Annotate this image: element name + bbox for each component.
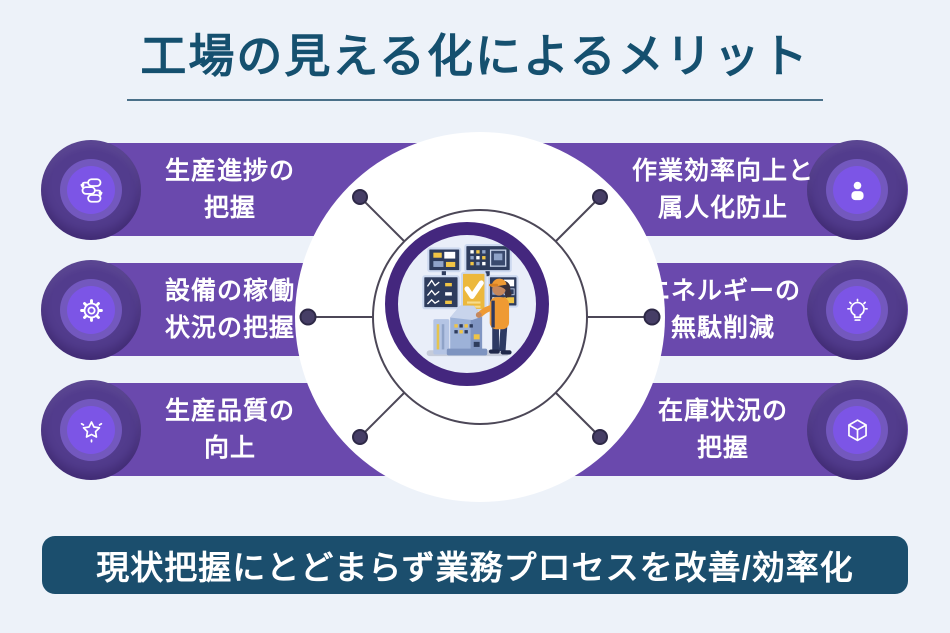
footer-text: 現状把握にとどまらず業務プロセスを改善/効率化	[96, 549, 854, 586]
sparkle-star-icon	[67, 406, 115, 454]
benefit-label-work-efficiency: 作業効率向上と 属人化防止	[631, 156, 814, 222]
page-title: 工場の見える化によるメリット	[140, 30, 810, 82]
cube-icon	[833, 406, 881, 454]
benefit-icon-disc	[807, 380, 907, 480]
benefit-icon-disc	[807, 140, 907, 240]
gear-icon	[67, 286, 115, 334]
hub-ring	[385, 222, 549, 386]
benefit-icon-disc	[807, 260, 907, 360]
title-underline	[127, 99, 823, 101]
benefit-label-product-quality: 生産品質の 向上	[164, 396, 295, 462]
lightbulb-icon	[833, 286, 881, 334]
workflow-icon	[67, 166, 115, 214]
benefit-icon-disc	[41, 380, 141, 480]
benefit-icon-disc	[41, 140, 141, 240]
person-icon	[833, 166, 881, 214]
footer-banner: 現状把握にとどまらず業務プロセスを改善/効率化	[42, 536, 908, 594]
benefit-label-inventory-status: 在庫状況の 把握	[657, 396, 788, 462]
benefit-label-equipment-operation: 設備の稼働 状況の把握	[164, 276, 295, 342]
benefit-icon-disc	[41, 260, 141, 360]
factory-operator-illustration	[422, 244, 519, 357]
benefit-label-production-progress: 生産進捗の 把握	[164, 156, 295, 222]
benefit-label-energy-waste: エネルギーの 無駄削減	[644, 276, 801, 342]
